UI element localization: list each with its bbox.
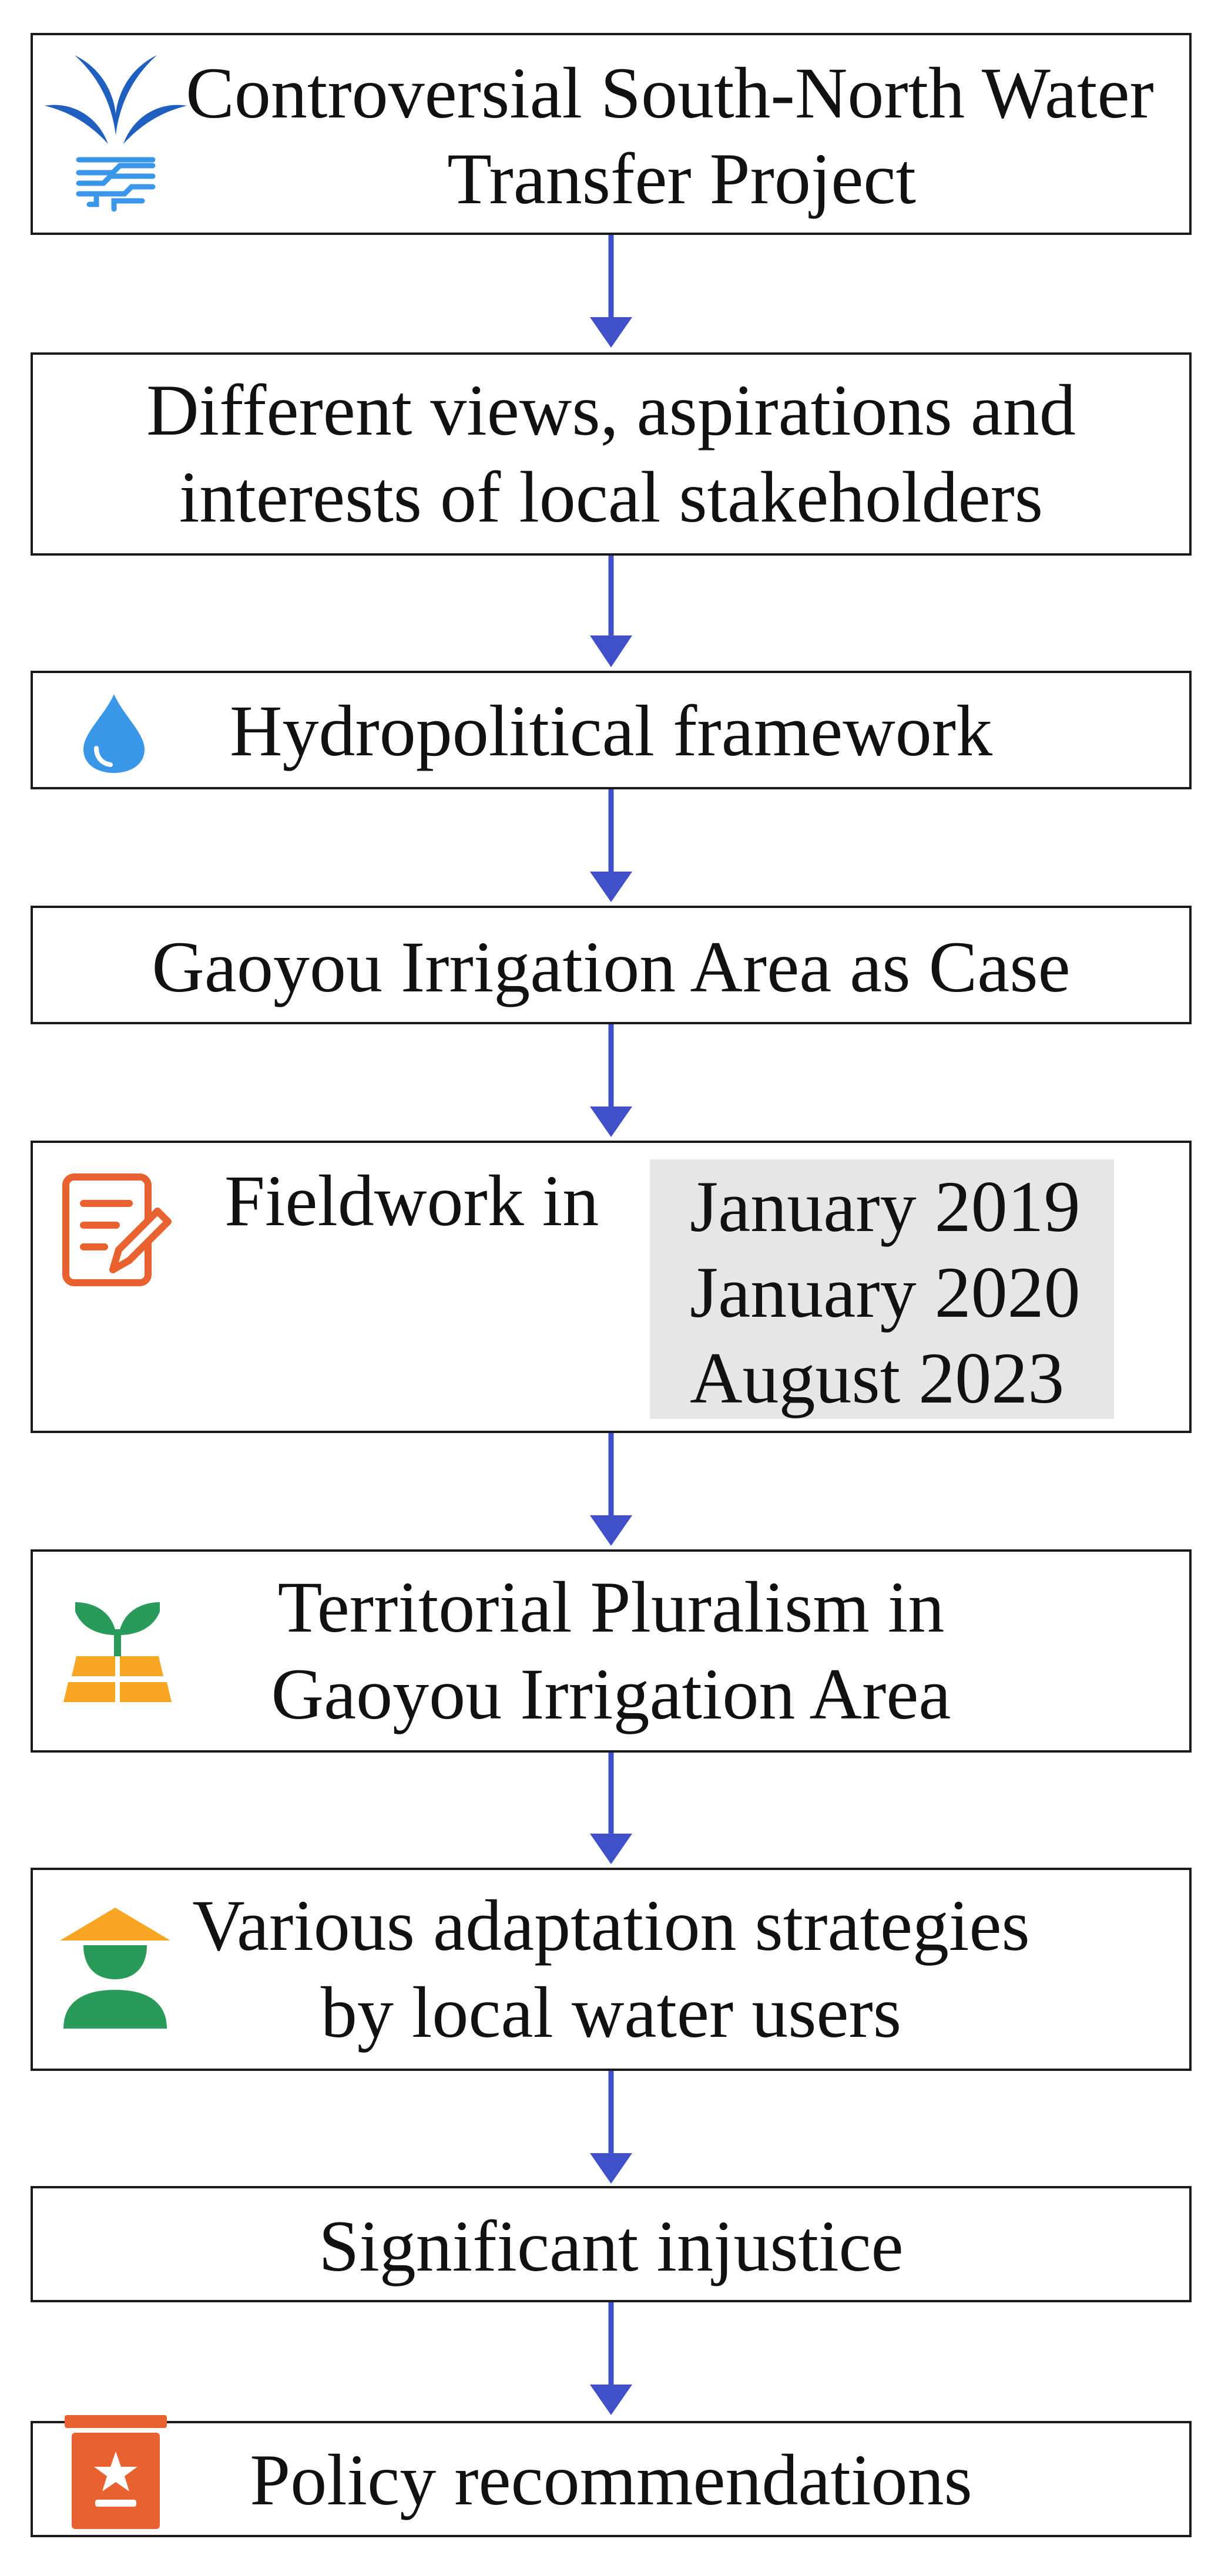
step8-label: Significant injustice xyxy=(318,2206,904,2286)
step7-line2: by local water users xyxy=(320,1972,902,2053)
step6-line1: Territorial Pluralism in xyxy=(277,1567,945,1647)
step-territorial-pluralism: Territorial Pluralism in Gaoyou Irrigati… xyxy=(31,1549,1192,1753)
farmer-icon xyxy=(60,1908,170,2029)
step7-line1: Various adaptation strategies xyxy=(192,1885,1030,1966)
step-gaoyou-case: Gaoyou Irrigation Area as Case xyxy=(31,906,1192,1024)
step4-label: Gaoyou Irrigation Area as Case xyxy=(152,927,1071,1007)
arrow-4 xyxy=(590,1023,632,1137)
arrow-1 xyxy=(590,233,632,348)
notes-pen-icon xyxy=(62,1173,172,1286)
arrow-6 xyxy=(590,1751,632,1864)
step6-line2: Gaoyou Irrigation Area xyxy=(271,1654,951,1734)
water-transfer-icon xyxy=(45,55,187,212)
fieldwork-date-3: August 2023 xyxy=(690,1338,1065,1418)
water-drop-icon xyxy=(83,694,145,773)
arrow-2 xyxy=(590,554,632,667)
arrow-5 xyxy=(590,1432,632,1546)
arrow-8 xyxy=(590,2301,632,2415)
step-significant-injustice: Significant injustice xyxy=(31,2186,1192,2302)
step-fieldwork: Fieldwork in January 2019 January 2020 A… xyxy=(31,1141,1192,1433)
step1-line1: Controversial South-North Water xyxy=(186,53,1154,133)
step-south-north-water-transfer: Controversial South-North Water Transfer… xyxy=(31,33,1192,235)
fieldwork-dates-panel: January 2019 January 2020 August 2023 xyxy=(650,1159,1114,1419)
step-policy-recommendations: Policy recommendations xyxy=(31,2415,1192,2537)
seedling-field-icon xyxy=(63,1602,172,1702)
step-stakeholder-views: Different views, aspirations and interes… xyxy=(31,352,1192,556)
step9-label: Policy recommendations xyxy=(250,2440,972,2520)
step-adaptation-strategies: Various adaptation strategies by local w… xyxy=(31,1868,1192,2071)
step5-label: Fieldwork in xyxy=(224,1161,599,1241)
fieldwork-date-1: January 2019 xyxy=(690,1166,1081,1247)
badge-star-icon xyxy=(65,2415,167,2529)
step2-line2: interests of local stakeholders xyxy=(179,457,1043,537)
step2-line1: Different views, aspirations and xyxy=(146,370,1076,450)
step-hydropolitical-framework: Hydropolitical framework xyxy=(31,671,1192,789)
step3-label: Hydropolitical framework xyxy=(229,691,993,771)
step1-line2: Transfer Project xyxy=(447,139,916,219)
arrow-7 xyxy=(590,2070,632,2184)
arrow-3 xyxy=(590,788,632,902)
fieldwork-date-2: January 2020 xyxy=(690,1252,1081,1333)
